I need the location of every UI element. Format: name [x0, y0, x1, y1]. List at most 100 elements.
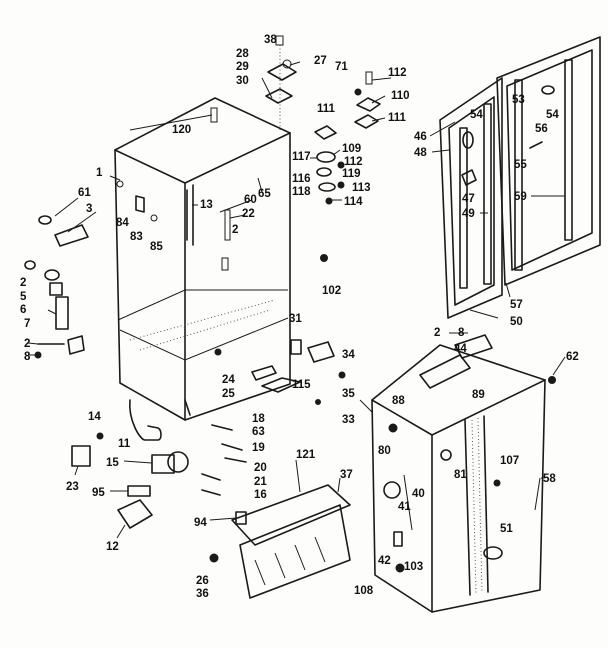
label-14: 14 — [88, 411, 101, 423]
label-37: 37 — [340, 469, 353, 481]
leader-lines — [27, 61, 566, 539]
part-number-labels: 38 28 27 29 30 71 112 110 111 111 120 10… — [20, 34, 579, 600]
middle-brackets — [251, 339, 346, 405]
label-30: 30 — [236, 75, 249, 87]
label-62: 62 — [566, 351, 579, 363]
label-44: 44 — [454, 343, 467, 355]
label-13: 13 — [200, 199, 213, 211]
label-111a: 111 — [317, 103, 336, 115]
label-40: 40 — [412, 488, 425, 500]
label-59: 59 — [514, 191, 527, 203]
label-88: 88 — [392, 395, 405, 407]
label-28: 28 — [236, 48, 249, 60]
label-8b: 8 — [458, 327, 465, 339]
label-102: 102 — [322, 285, 341, 297]
label-53: 53 — [512, 94, 525, 106]
label-46: 46 — [414, 131, 427, 143]
label-3: 3 — [86, 203, 92, 215]
label-58: 58 — [543, 473, 556, 485]
label-109: 109 — [342, 143, 361, 155]
label-27: 27 — [314, 55, 327, 67]
label-22: 22 — [242, 208, 255, 220]
label-119: 119 — [342, 168, 361, 180]
label-1: 1 — [96, 167, 103, 179]
label-56: 56 — [535, 123, 548, 135]
label-48: 48 — [414, 147, 427, 159]
label-2c: 2 — [24, 338, 30, 350]
label-8a: 8 — [24, 351, 31, 363]
label-41: 41 — [398, 501, 411, 513]
label-115: 115 — [292, 379, 311, 391]
label-118: 118 — [292, 186, 311, 198]
label-21: 21 — [254, 476, 267, 488]
label-50: 50 — [510, 316, 523, 328]
main-cabinet — [114, 97, 291, 421]
label-42: 42 — [378, 555, 391, 567]
label-63: 63 — [252, 426, 265, 438]
label-23: 23 — [66, 481, 79, 493]
label-51: 51 — [500, 523, 513, 535]
label-12: 12 — [106, 541, 119, 553]
label-29: 29 — [236, 61, 249, 73]
label-35: 35 — [342, 388, 355, 400]
label-60: 60 — [244, 194, 257, 206]
label-54a: 54 — [470, 109, 483, 121]
grille-assembly — [209, 484, 351, 599]
label-5: 5 — [20, 291, 27, 303]
label-61: 61 — [78, 187, 91, 199]
label-57: 57 — [510, 299, 523, 311]
label-80: 80 — [378, 445, 391, 457]
door-gaskets — [439, 36, 601, 319]
label-107: 107 — [500, 455, 519, 467]
label-89: 89 — [472, 389, 485, 401]
label-20: 20 — [254, 462, 267, 474]
label-49: 49 — [462, 208, 475, 220]
label-54b: 54 — [546, 109, 559, 121]
label-19: 19 — [252, 442, 265, 454]
label-31: 31 — [289, 313, 302, 325]
label-47: 47 — [462, 193, 475, 205]
label-117: 117 — [292, 151, 311, 163]
label-112a: 112 — [388, 67, 407, 79]
center-hinge-parts — [314, 71, 381, 262]
label-113: 113 — [352, 182, 371, 194]
label-55: 55 — [514, 159, 527, 171]
label-114: 114 — [344, 196, 363, 208]
label-2a: 2 — [232, 224, 238, 236]
label-65: 65 — [258, 188, 271, 200]
label-120: 120 — [172, 124, 191, 136]
label-112b: 112 — [344, 156, 363, 168]
label-6: 6 — [20, 304, 26, 316]
label-2b: 2 — [20, 277, 26, 289]
label-38: 38 — [264, 34, 277, 46]
label-81: 81 — [454, 469, 467, 481]
label-34: 34 — [342, 349, 355, 361]
label-71: 71 — [335, 61, 348, 73]
label-36: 36 — [196, 588, 209, 600]
label-11: 11 — [118, 438, 131, 450]
label-15: 15 — [106, 457, 119, 469]
label-111b: 111 — [388, 112, 407, 124]
label-108: 108 — [354, 585, 374, 597]
label-16: 16 — [254, 489, 267, 501]
label-7: 7 — [24, 318, 30, 330]
label-24: 24 — [222, 374, 235, 386]
label-94: 94 — [194, 517, 207, 529]
label-110: 110 — [391, 90, 410, 102]
lower-cabinet — [371, 334, 556, 613]
label-33: 33 — [342, 414, 355, 426]
top-hinge-assembly — [210, 35, 297, 130]
label-18: 18 — [252, 413, 265, 425]
label-95: 95 — [92, 487, 105, 499]
label-83: 83 — [130, 231, 143, 243]
label-26: 26 — [196, 575, 209, 587]
label-103: 103 — [404, 561, 423, 573]
label-2d: 2 — [434, 327, 440, 339]
label-121: 121 — [296, 449, 316, 461]
label-85: 85 — [150, 241, 163, 253]
label-25: 25 — [222, 388, 235, 400]
label-116: 116 — [292, 173, 311, 185]
label-84: 84 — [116, 217, 129, 229]
